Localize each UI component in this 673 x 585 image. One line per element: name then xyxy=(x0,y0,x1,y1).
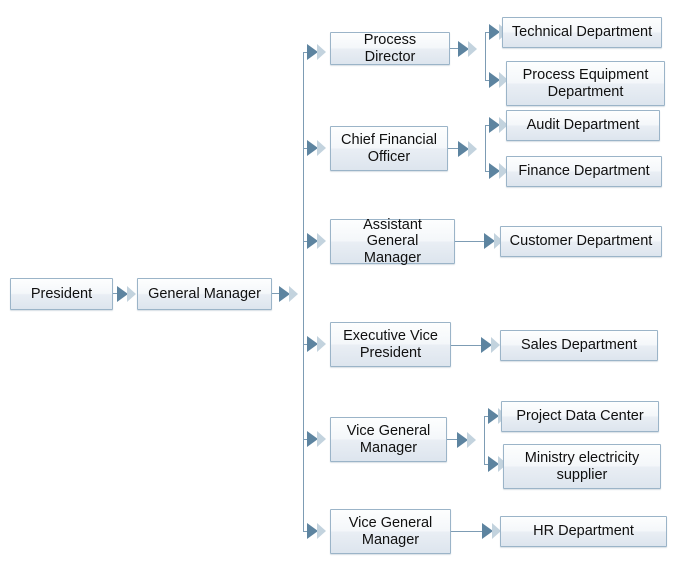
arrow-trunk-to-assistant-general-manager xyxy=(307,233,327,249)
arrow-general-manager-to-trunk xyxy=(279,286,299,302)
node-technical-department[interactable]: Technical Department xyxy=(502,17,662,48)
split-vertical-chief-financial-officer xyxy=(485,125,486,171)
node-process-equipment-department-label-line2: Department xyxy=(547,83,624,100)
node-process-director[interactable]: Process Director xyxy=(330,32,450,65)
arrow-trunk-to-process-director xyxy=(307,44,327,60)
node-vice-general-manager-2-label-line1: Vice General xyxy=(348,515,433,532)
connector-executive-vice-president-to-sales-department xyxy=(451,345,483,346)
node-vice-general-manager-1-label-line1: Vice General xyxy=(346,423,431,440)
arrow-vice-general-manager-1-stem xyxy=(457,432,477,448)
node-general-manager[interactable]: General Manager xyxy=(137,278,272,310)
node-president[interactable]: President xyxy=(10,278,113,310)
node-president-label: President xyxy=(30,285,93,302)
node-executive-vice-president-label-line2: President xyxy=(359,344,422,361)
node-audit-department-label: Audit Department xyxy=(526,117,640,134)
node-hr-department[interactable]: HR Department xyxy=(500,516,667,547)
arrow-trunk-to-vice-general-manager-1 xyxy=(307,431,327,447)
connector-vice-general-manager-1-stem xyxy=(447,439,460,440)
node-vice-general-manager-2[interactable]: Vice General Manager xyxy=(330,509,451,554)
node-technical-department-label: Technical Department xyxy=(511,24,653,41)
node-project-data-center-label: Project Data Center xyxy=(516,408,644,425)
connector-assistant-general-manager-to-customer-department xyxy=(455,241,487,242)
arrow-process-director-stem xyxy=(458,41,478,57)
node-finance-department-label: Finance Department xyxy=(518,163,650,180)
arrow-to-finance-department xyxy=(489,163,509,179)
node-chief-financial-officer-label-line1: Chief Financial xyxy=(341,132,437,149)
arrow-chief-financial-officer-stem xyxy=(458,141,478,157)
node-executive-vice-president[interactable]: Executive Vice President xyxy=(330,322,451,367)
arrow-president-to-general-manager xyxy=(117,286,137,302)
node-project-data-center[interactable]: Project Data Center xyxy=(501,401,659,432)
arrow-trunk-to-executive-vice-president xyxy=(307,336,327,352)
node-assistant-general-manager-label-line2: Manager xyxy=(363,249,422,266)
node-vice-general-manager-2-label-line2: Manager xyxy=(361,531,420,548)
node-process-equipment-department[interactable]: Process Equipment Department xyxy=(506,61,665,106)
node-chief-financial-officer[interactable]: Chief Financial Officer xyxy=(330,126,448,171)
connector-vice-general-manager-2-to-hr-department xyxy=(451,531,484,532)
arrow-to-process-equipment-department xyxy=(489,72,509,88)
node-chief-financial-officer-label-line2: Officer xyxy=(367,148,411,165)
trunk-vertical-line xyxy=(303,52,304,532)
arrow-to-sales-department xyxy=(481,337,501,353)
node-sales-department[interactable]: Sales Department xyxy=(500,330,658,361)
arrow-to-ministry-electricity-supplier xyxy=(488,456,508,472)
node-vice-general-manager-1-label-line2: Manager xyxy=(359,439,418,456)
connector-chief-financial-officer-stem xyxy=(448,148,461,149)
node-hr-department-label: HR Department xyxy=(533,523,634,540)
arrow-to-customer-department xyxy=(484,233,504,249)
node-ministry-electricity-supplier-label-line1: Ministry electricity xyxy=(524,450,640,467)
node-audit-department[interactable]: Audit Department xyxy=(506,110,660,141)
node-vice-general-manager-1[interactable]: Vice General Manager xyxy=(330,417,447,462)
node-assistant-general-manager-label-line1: Assistant General xyxy=(363,217,422,250)
arrow-trunk-to-vice-general-manager-2 xyxy=(307,523,327,539)
connector-process-director-stem xyxy=(450,48,461,49)
node-process-director-label: Process Director xyxy=(363,32,417,65)
arrow-trunk-to-chief-financial-officer xyxy=(307,140,327,156)
arrow-to-hr-department xyxy=(482,523,502,539)
connector-president-to-general-manager xyxy=(113,293,119,294)
split-vertical-vice-general-manager-1 xyxy=(484,416,485,464)
node-general-manager-label: General Manager xyxy=(148,285,261,302)
node-customer-department[interactable]: Customer Department xyxy=(500,226,662,257)
node-ministry-electricity-supplier[interactable]: Ministry electricity supplier xyxy=(503,444,661,489)
node-sales-department-label: Sales Department xyxy=(520,337,638,354)
node-ministry-electricity-supplier-label-line2: supplier xyxy=(556,466,608,483)
node-process-equipment-department-label-line1: Process Equipment xyxy=(522,67,649,84)
split-vertical-process-director xyxy=(485,32,486,80)
arrow-to-audit-department xyxy=(489,117,509,133)
node-assistant-general-manager[interactable]: Assistant General Manager xyxy=(330,217,455,266)
connector-general-manager-to-trunk xyxy=(272,293,280,294)
node-finance-department[interactable]: Finance Department xyxy=(506,156,662,187)
node-executive-vice-president-label-line1: Executive Vice xyxy=(343,328,438,345)
node-customer-department-label: Customer Department xyxy=(509,233,653,250)
